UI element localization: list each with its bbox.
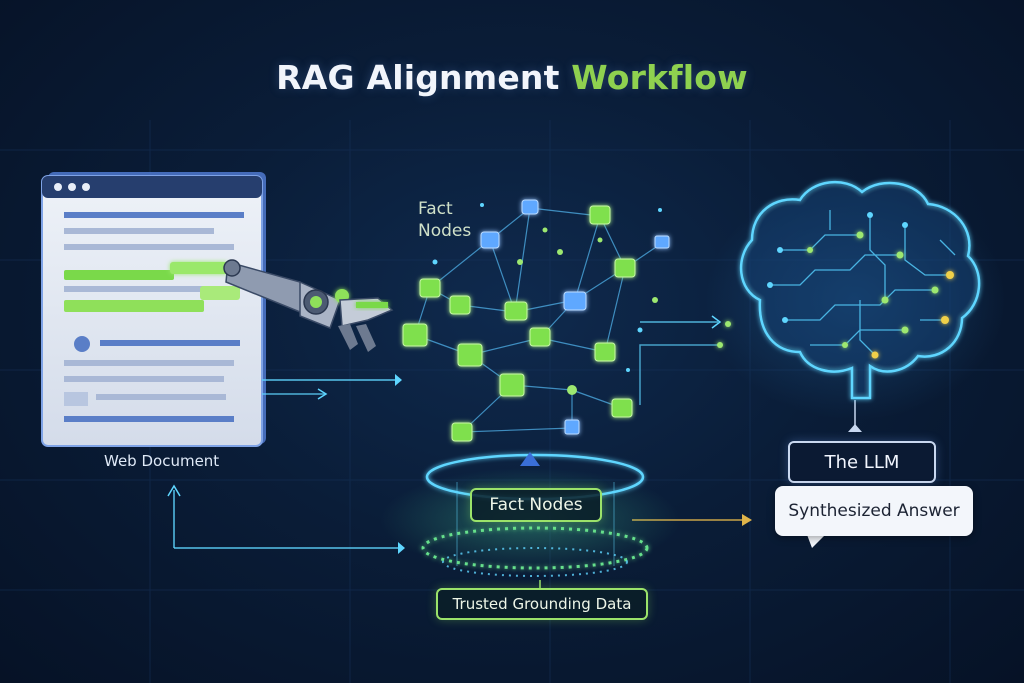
answer-bubble-tail bbox=[806, 532, 826, 548]
title-main: RAG Alignment bbox=[276, 58, 560, 97]
fact-node-network-icon bbox=[402, 199, 670, 442]
trusted-grounding-data-box: Trusted Grounding Data bbox=[436, 588, 648, 620]
fact-nodes-label-line2: Nodes bbox=[418, 221, 472, 241]
fact-nodes-label-line1: Fact bbox=[418, 199, 453, 219]
llm-box: The LLM bbox=[788, 441, 936, 483]
browser-window-icon bbox=[41, 172, 266, 447]
fact-nodes-label: Fact Nodes bbox=[418, 198, 488, 242]
robotic-arm-icon bbox=[170, 259, 394, 352]
synthesized-answer-bubble: Synthesized Answer bbox=[775, 486, 973, 536]
brain-circuit-icon bbox=[705, 180, 1005, 420]
web-document-label: Web Document bbox=[104, 452, 220, 470]
title-accent: Workflow bbox=[571, 58, 748, 97]
diagram-title: RAG Alignment Workflow bbox=[0, 58, 1024, 97]
fact-nodes-box: Fact Nodes bbox=[470, 488, 602, 522]
